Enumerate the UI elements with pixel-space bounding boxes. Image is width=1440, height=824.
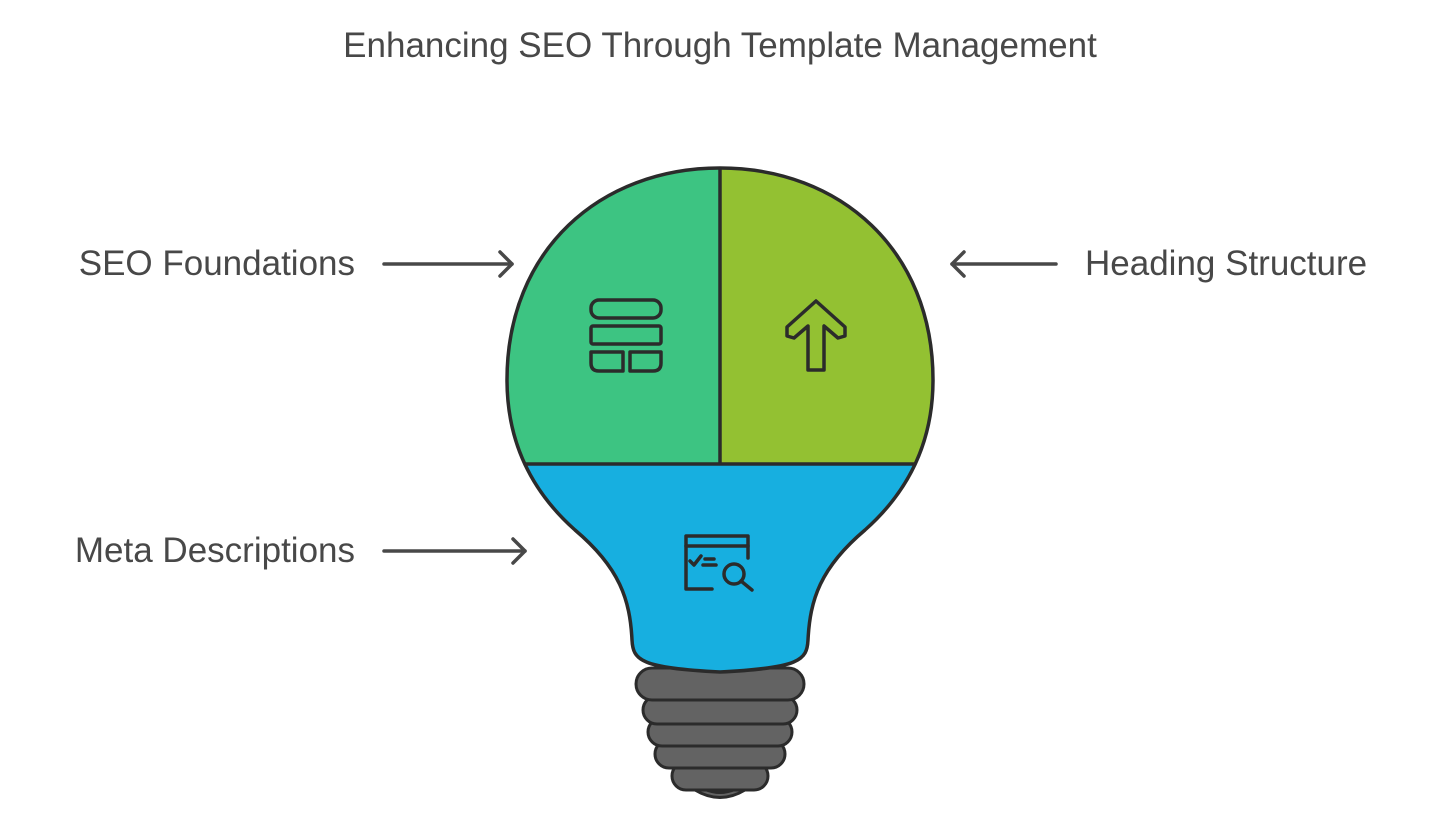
bulb-socket (634, 666, 806, 799)
label-heading-structure: Heading Structure (1085, 244, 1368, 283)
label-meta-descriptions: Meta Descriptions (74, 531, 355, 570)
diagram-title: Enhancing SEO Through Template Managemen… (343, 26, 1097, 65)
arrow-to-heading-structure (950, 250, 1058, 278)
label-seo-foundations: SEO Foundations (78, 244, 355, 283)
section-seo-foundations (507, 168, 720, 464)
arrow-to-meta-descriptions (382, 537, 527, 565)
arrow-up-icon (785, 299, 847, 372)
search-document-icon (684, 534, 754, 592)
bulb-outline (505, 166, 935, 674)
arrow-to-seo-foundations (382, 250, 514, 278)
layout-grid-icon (589, 298, 663, 373)
